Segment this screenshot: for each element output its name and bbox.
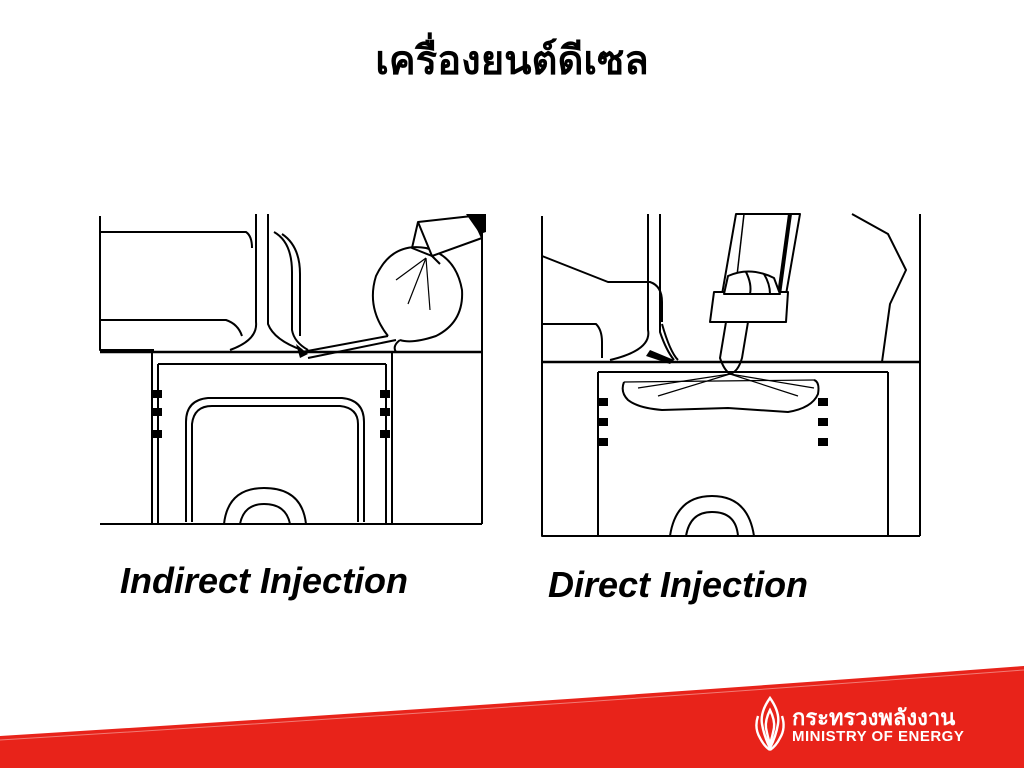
direct-injection-diagram xyxy=(541,213,921,537)
indirect-injection-diagram xyxy=(99,214,486,525)
ministry-logo: กระทรวงพลังงาน MINISTRY OF ENERGY xyxy=(752,694,1004,756)
direct-injection-caption: Direct Injection xyxy=(548,564,809,605)
indirect-injection-caption: Indirect Injection xyxy=(120,560,409,601)
logo-thai-text: กระทรวงพลังงาน xyxy=(792,706,956,731)
logo-english-text: MINISTRY OF ENERGY xyxy=(792,728,965,745)
slide-title: เครื่องยนต์ดีเซล xyxy=(375,37,649,84)
flame-emblem-icon xyxy=(755,695,785,751)
